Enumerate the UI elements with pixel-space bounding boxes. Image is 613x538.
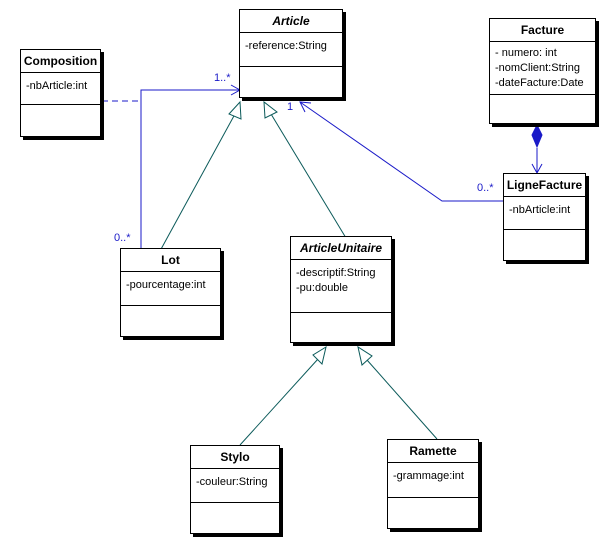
multiplicity-label: 1 bbox=[287, 101, 294, 113]
attribute-compartment: -nbArticle:int bbox=[21, 73, 100, 105]
class-name: ArticleUnitaire bbox=[291, 237, 391, 260]
class-stylo[interactable]: Stylo -couleur:String bbox=[190, 445, 280, 534]
attribute-compartment: -grammage:int bbox=[388, 463, 478, 498]
class-articleunitaire[interactable]: ArticleUnitaire -descriptif:String -pu:d… bbox=[290, 236, 392, 343]
class-name: Stylo bbox=[191, 446, 279, 469]
class-name: Composition bbox=[21, 50, 100, 73]
attribute-compartment: -nbArticle:int bbox=[504, 197, 585, 230]
attribute-compartment: -reference:String bbox=[240, 33, 342, 67]
generalization-ramette-articleunitaire bbox=[366, 359, 438, 440]
generalization-arrowhead-ramette bbox=[357, 345, 373, 366]
association-arrowhead-lignefacture-article bbox=[299, 101, 312, 113]
attribute: -pourcentage:int bbox=[126, 279, 206, 291]
multiplicity-label: 0..* bbox=[114, 232, 131, 244]
class-article[interactable]: Article -reference:String bbox=[239, 9, 343, 98]
attribute-compartment: - numero: int -nomClient:String -dateFac… bbox=[490, 42, 595, 95]
attribute: -pu:double bbox=[296, 282, 348, 294]
attribute: -grammage:int bbox=[393, 470, 464, 482]
class-name: Facture bbox=[490, 19, 595, 42]
generalization-arrowhead-stylo bbox=[312, 345, 327, 365]
class-facture[interactable]: Facture - numero: int -nomClient:String … bbox=[489, 18, 596, 124]
class-lignefacture[interactable]: LigneFacture -nbArticle:int bbox=[503, 173, 586, 261]
attribute: -reference:String bbox=[245, 40, 327, 52]
multiplicity-label: 0..* bbox=[477, 182, 494, 194]
generalization-articleunitaire-article bbox=[270, 113, 347, 239]
attribute: -couleur:String bbox=[196, 476, 268, 488]
association-lot-article bbox=[140, 89, 240, 248]
class-lot[interactable]: Lot -pourcentage:int bbox=[120, 248, 221, 337]
class-name: Lot bbox=[121, 249, 220, 272]
multiplicity-label: 1..* bbox=[214, 72, 231, 84]
class-name: LigneFacture bbox=[504, 174, 585, 197]
generalization-arrowhead-lot bbox=[228, 100, 242, 120]
association-lignefacture-article bbox=[299, 101, 503, 202]
attribute: - numero: int bbox=[495, 47, 557, 59]
class-composition[interactable]: Composition -nbArticle:int bbox=[20, 49, 101, 137]
class-name: Ramette bbox=[388, 440, 478, 463]
attribute-compartment: -pourcentage:int bbox=[121, 272, 220, 306]
attribute: -dateFacture:Date bbox=[495, 77, 584, 89]
generalization-lot-article bbox=[159, 113, 236, 252]
class-ramette[interactable]: Ramette -grammage:int bbox=[387, 439, 479, 529]
generalization-stylo-articleunitaire bbox=[239, 358, 319, 446]
attribute-compartment: -couleur:String bbox=[191, 469, 279, 503]
attribute: -nbArticle:int bbox=[509, 204, 571, 216]
attribute: -descriptif:String bbox=[296, 267, 376, 279]
attribute: -nomClient:String bbox=[495, 62, 580, 74]
class-name: Article bbox=[240, 10, 342, 33]
attribute: -nbArticle:int bbox=[26, 80, 88, 92]
generalization-arrowhead-articleunitaire bbox=[263, 100, 278, 119]
composition-diamond bbox=[531, 123, 543, 149]
attribute-compartment: -descriptif:String -pu:double bbox=[291, 260, 391, 313]
